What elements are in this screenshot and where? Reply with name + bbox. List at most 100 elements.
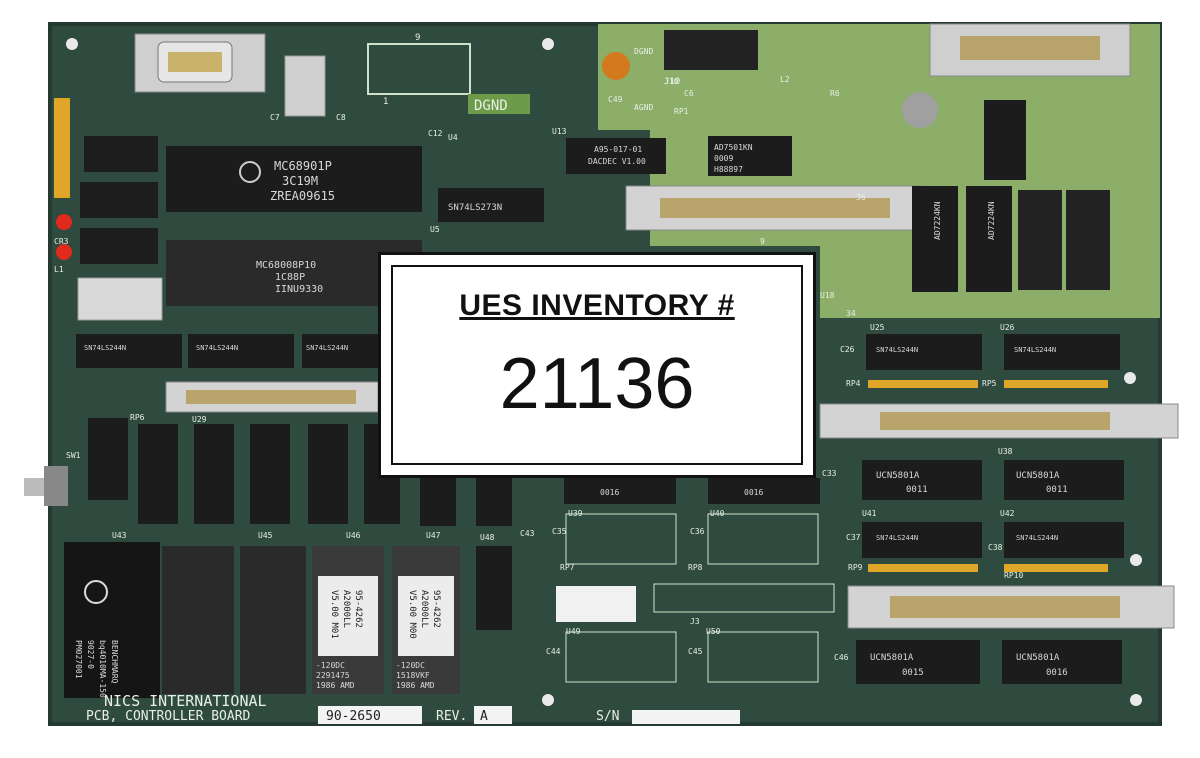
rev-value: A bbox=[480, 709, 488, 724]
chip bbox=[80, 228, 158, 264]
svg-text:0009: 0009 bbox=[714, 154, 733, 163]
footprint bbox=[565, 631, 677, 683]
svg-text:UCN5801A: UCN5801A bbox=[1016, 471, 1060, 481]
svg-text:U38: U38 bbox=[998, 447, 1013, 456]
dgnd-badge-text: DGND bbox=[474, 98, 508, 114]
svg-text:C12: C12 bbox=[428, 129, 443, 138]
svg-text:U26: U26 bbox=[1000, 323, 1015, 332]
svg-text:IINU9330: IINU9330 bbox=[275, 284, 323, 295]
socket bbox=[1066, 190, 1110, 290]
inventory-tag-title: UES INVENTORY # bbox=[459, 289, 735, 322]
buffer-chip: SN74LS244N bbox=[76, 334, 182, 368]
svg-text:U50: U50 bbox=[706, 627, 721, 636]
svg-text:U39: U39 bbox=[568, 509, 583, 518]
buffer-chip: SN74LS244N bbox=[1004, 522, 1124, 558]
svg-text:95-4262: 95-4262 bbox=[431, 590, 441, 628]
chip-u5: SN74LS273N bbox=[438, 188, 544, 222]
svg-text:DGND: DGND bbox=[634, 47, 653, 56]
svg-text:0015: 0015 bbox=[902, 668, 924, 678]
toggle-switch-sw1: SW1 bbox=[24, 451, 81, 506]
svg-text:L1: L1 bbox=[54, 265, 64, 274]
idc-connector-right bbox=[819, 403, 1179, 439]
buffer-chip: SN74LS244N bbox=[1004, 334, 1120, 370]
uln-chip: UCN5801A 0016 bbox=[1002, 640, 1122, 684]
mounting-hole bbox=[66, 38, 78, 50]
svg-text:MC68008P10: MC68008P10 bbox=[256, 260, 316, 271]
chip bbox=[84, 136, 158, 172]
svg-text:A2000LL: A2000LL bbox=[341, 590, 351, 628]
inventory-tag-number: 21136 bbox=[499, 344, 695, 424]
transistor-can bbox=[902, 92, 938, 128]
resistor-pack bbox=[868, 380, 978, 388]
svg-text:1C88P: 1C88P bbox=[275, 272, 305, 283]
buffer-chip: SN74LS244N bbox=[862, 522, 982, 558]
svg-text:J10: J10 bbox=[664, 77, 680, 87]
part-number-label bbox=[318, 706, 422, 724]
ribbon-connector-top bbox=[929, 23, 1131, 77]
svg-text:SN74LS273N: SN74LS273N bbox=[448, 203, 502, 213]
svg-text:C43: C43 bbox=[520, 529, 535, 538]
resistor-pack bbox=[1004, 564, 1108, 572]
svg-text:UCN5801A: UCN5801A bbox=[1016, 653, 1060, 663]
svg-text:ZREA09615: ZREA09615 bbox=[270, 189, 335, 203]
footprint bbox=[565, 513, 677, 565]
part-number: 90-2650 bbox=[326, 709, 381, 724]
idc-connector-36 bbox=[625, 185, 923, 231]
svg-text:AD7224KN: AD7224KN bbox=[987, 201, 996, 240]
mounting-hole bbox=[1130, 694, 1142, 706]
rev-label: REV. bbox=[436, 709, 467, 724]
svg-text:U41: U41 bbox=[862, 509, 877, 518]
resistor-pack bbox=[868, 564, 978, 572]
svg-text:C33: C33 bbox=[822, 469, 837, 478]
svg-text:J10: J10 bbox=[664, 77, 679, 86]
svg-text:C7: C7 bbox=[270, 113, 280, 122]
svg-text:SN74LS244N: SN74LS244N bbox=[306, 344, 348, 352]
footprint bbox=[707, 631, 819, 683]
idc-connector-left bbox=[165, 381, 379, 413]
svg-text:AGND: AGND bbox=[634, 103, 653, 112]
svg-text:C49: C49 bbox=[608, 95, 623, 104]
svg-text:U25: U25 bbox=[870, 323, 885, 332]
svg-text:SN74LS244N: SN74LS244N bbox=[876, 534, 918, 542]
svg-text:SN74LS244N: SN74LS244N bbox=[84, 344, 126, 352]
svg-text:U13: U13 bbox=[552, 127, 567, 136]
svg-text:U46: U46 bbox=[346, 531, 361, 540]
crystal-can bbox=[77, 277, 163, 321]
chip bbox=[80, 182, 158, 218]
svg-text:SN74LS244N: SN74LS244N bbox=[1014, 346, 1056, 354]
chip-u39: 0016 bbox=[564, 478, 676, 504]
chip bbox=[476, 546, 512, 630]
cpu-chip: MC68901P 3C19M ZREA09615 bbox=[166, 146, 422, 212]
header-9 bbox=[367, 43, 471, 95]
socket bbox=[1018, 190, 1062, 290]
svg-text:C8: C8 bbox=[336, 113, 346, 122]
svg-text:BENCHMARQ: BENCHMARQ bbox=[110, 640, 119, 684]
chip-u40: 0016 bbox=[708, 478, 820, 504]
inventory-tag-border bbox=[391, 265, 803, 465]
svg-text:RP4: RP4 bbox=[846, 379, 861, 388]
chip-dac: A95-017-01 DACDEC V1.00 bbox=[566, 138, 666, 174]
svg-text:SW1: SW1 bbox=[66, 451, 81, 460]
buffer-chip: SN74LS244N bbox=[188, 334, 294, 368]
resistor-pack bbox=[54, 98, 70, 198]
svg-text:SN74LS244N: SN74LS244N bbox=[1016, 534, 1058, 542]
svg-text:34: 34 bbox=[846, 309, 856, 318]
svg-text:C6: C6 bbox=[684, 89, 694, 98]
svg-text:R6: R6 bbox=[830, 89, 840, 98]
svg-text:1: 1 bbox=[383, 97, 388, 107]
svg-text:C44: C44 bbox=[546, 647, 561, 656]
svg-text:AD7224KN: AD7224KN bbox=[933, 201, 942, 240]
svg-text:C37: C37 bbox=[846, 533, 861, 542]
chip-adc: AD7501KN 0009 H88897 bbox=[708, 136, 792, 176]
dgnd-badge bbox=[468, 94, 530, 114]
chip bbox=[984, 100, 1026, 180]
svg-text:C36: C36 bbox=[690, 527, 705, 536]
svg-text:RP8: RP8 bbox=[688, 563, 703, 572]
svg-text:U47: U47 bbox=[426, 531, 441, 540]
led-cr2 bbox=[56, 214, 72, 230]
buffer-chip: SN74LS244N bbox=[302, 334, 378, 368]
benchmarq-module: BENCHMARQ bq4010MA-150 9027-0 PM027001 bbox=[64, 542, 160, 698]
svg-text:RP7: RP7 bbox=[560, 563, 575, 572]
svg-text:UCN5801A: UCN5801A bbox=[876, 471, 920, 481]
